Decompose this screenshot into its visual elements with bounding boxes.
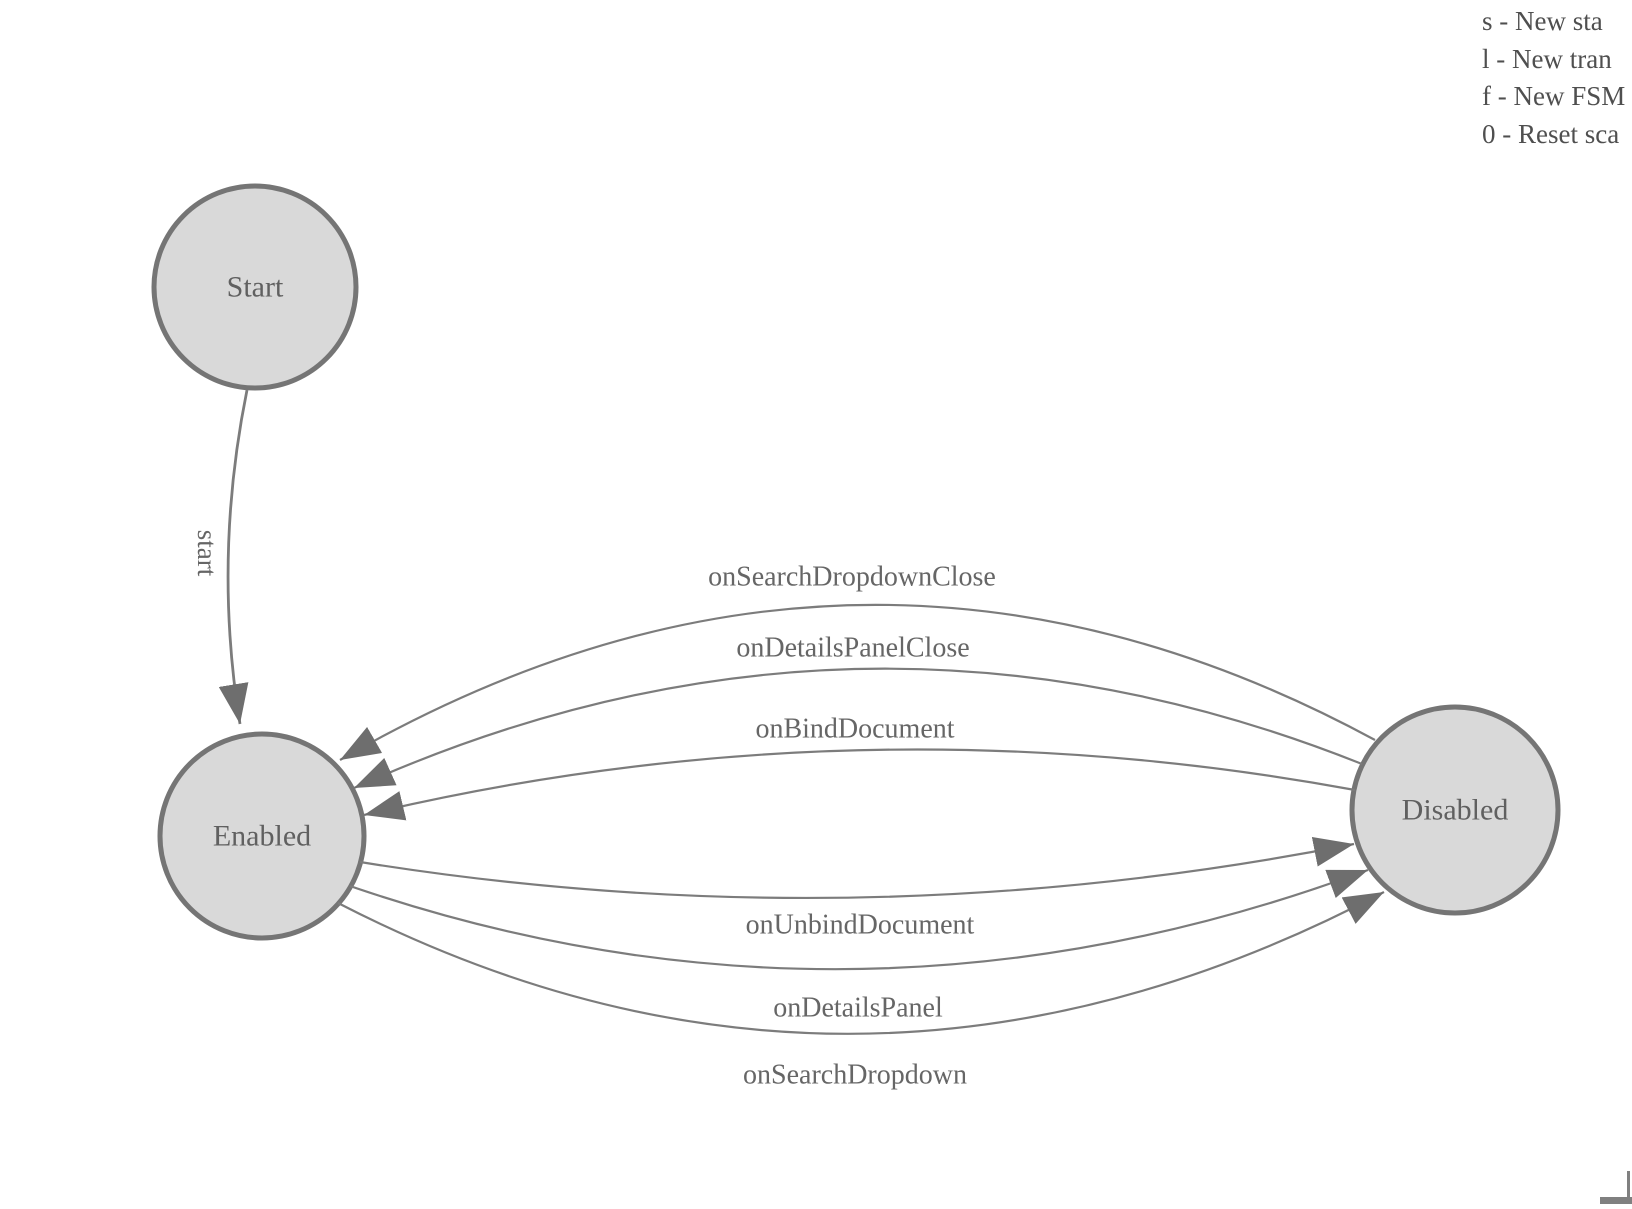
transition-label-disabled-to-enabled-1: onSearchDropdownClose — [708, 562, 996, 593]
transition-path-disabled-to-enabled-3[interactable] — [363, 748, 1356, 821]
transition-label-enabled-to-disabled-2: onDetailsPanel — [773, 993, 943, 1024]
transition-label-enabled-to-disabled-1: onUnbindDocument — [746, 910, 975, 941]
transition-path-disabled-to-enabled-1[interactable] — [339, 603, 1376, 761]
transition-path-enabled-to-disabled-2[interactable] — [349, 868, 1369, 971]
transition-label-enabled-to-disabled-3: onSearchDropdown — [743, 1060, 967, 1091]
legend-line-new-state: s - New sta — [1482, 6, 1603, 36]
state-label-enabled: Enabled — [213, 820, 311, 853]
state-circle-enabled[interactable] — [157, 731, 367, 941]
paper-corner-horizontal — [1600, 1197, 1632, 1204]
transition-label-disabled-to-enabled-3: onBindDocument — [755, 714, 954, 745]
transition-path-enabled-to-disabled-1[interactable] — [359, 836, 1355, 900]
transition-path-enabled-to-disabled-3[interactable] — [337, 891, 1385, 1035]
transition-label-start-to-enabled: start — [192, 530, 222, 577]
transition-path-disabled-to-enabled-2[interactable] — [353, 667, 1363, 790]
legend-line-new-fsm: f - New FSM — [1482, 81, 1626, 111]
paper-corner-vertical — [1627, 1171, 1630, 1199]
state-label-start: Start — [227, 271, 284, 304]
legend-line-reset: 0 - Reset sca — [1482, 118, 1620, 149]
state-circle-start[interactable] — [151, 183, 359, 391]
state-label-disabled: Disabled — [1402, 794, 1509, 827]
state-circle-disabled[interactable] — [1349, 704, 1561, 916]
legend-line-new-transition: l - New tran — [1482, 43, 1612, 74]
shortcut-legend: s - New sta l - New tran f - New FSM 0 -… — [1482, 3, 1632, 153]
transition-path-start-to-enabled[interactable] — [218, 389, 249, 725]
transition-label-disabled-to-enabled-2: onDetailsPanelClose — [736, 633, 969, 664]
